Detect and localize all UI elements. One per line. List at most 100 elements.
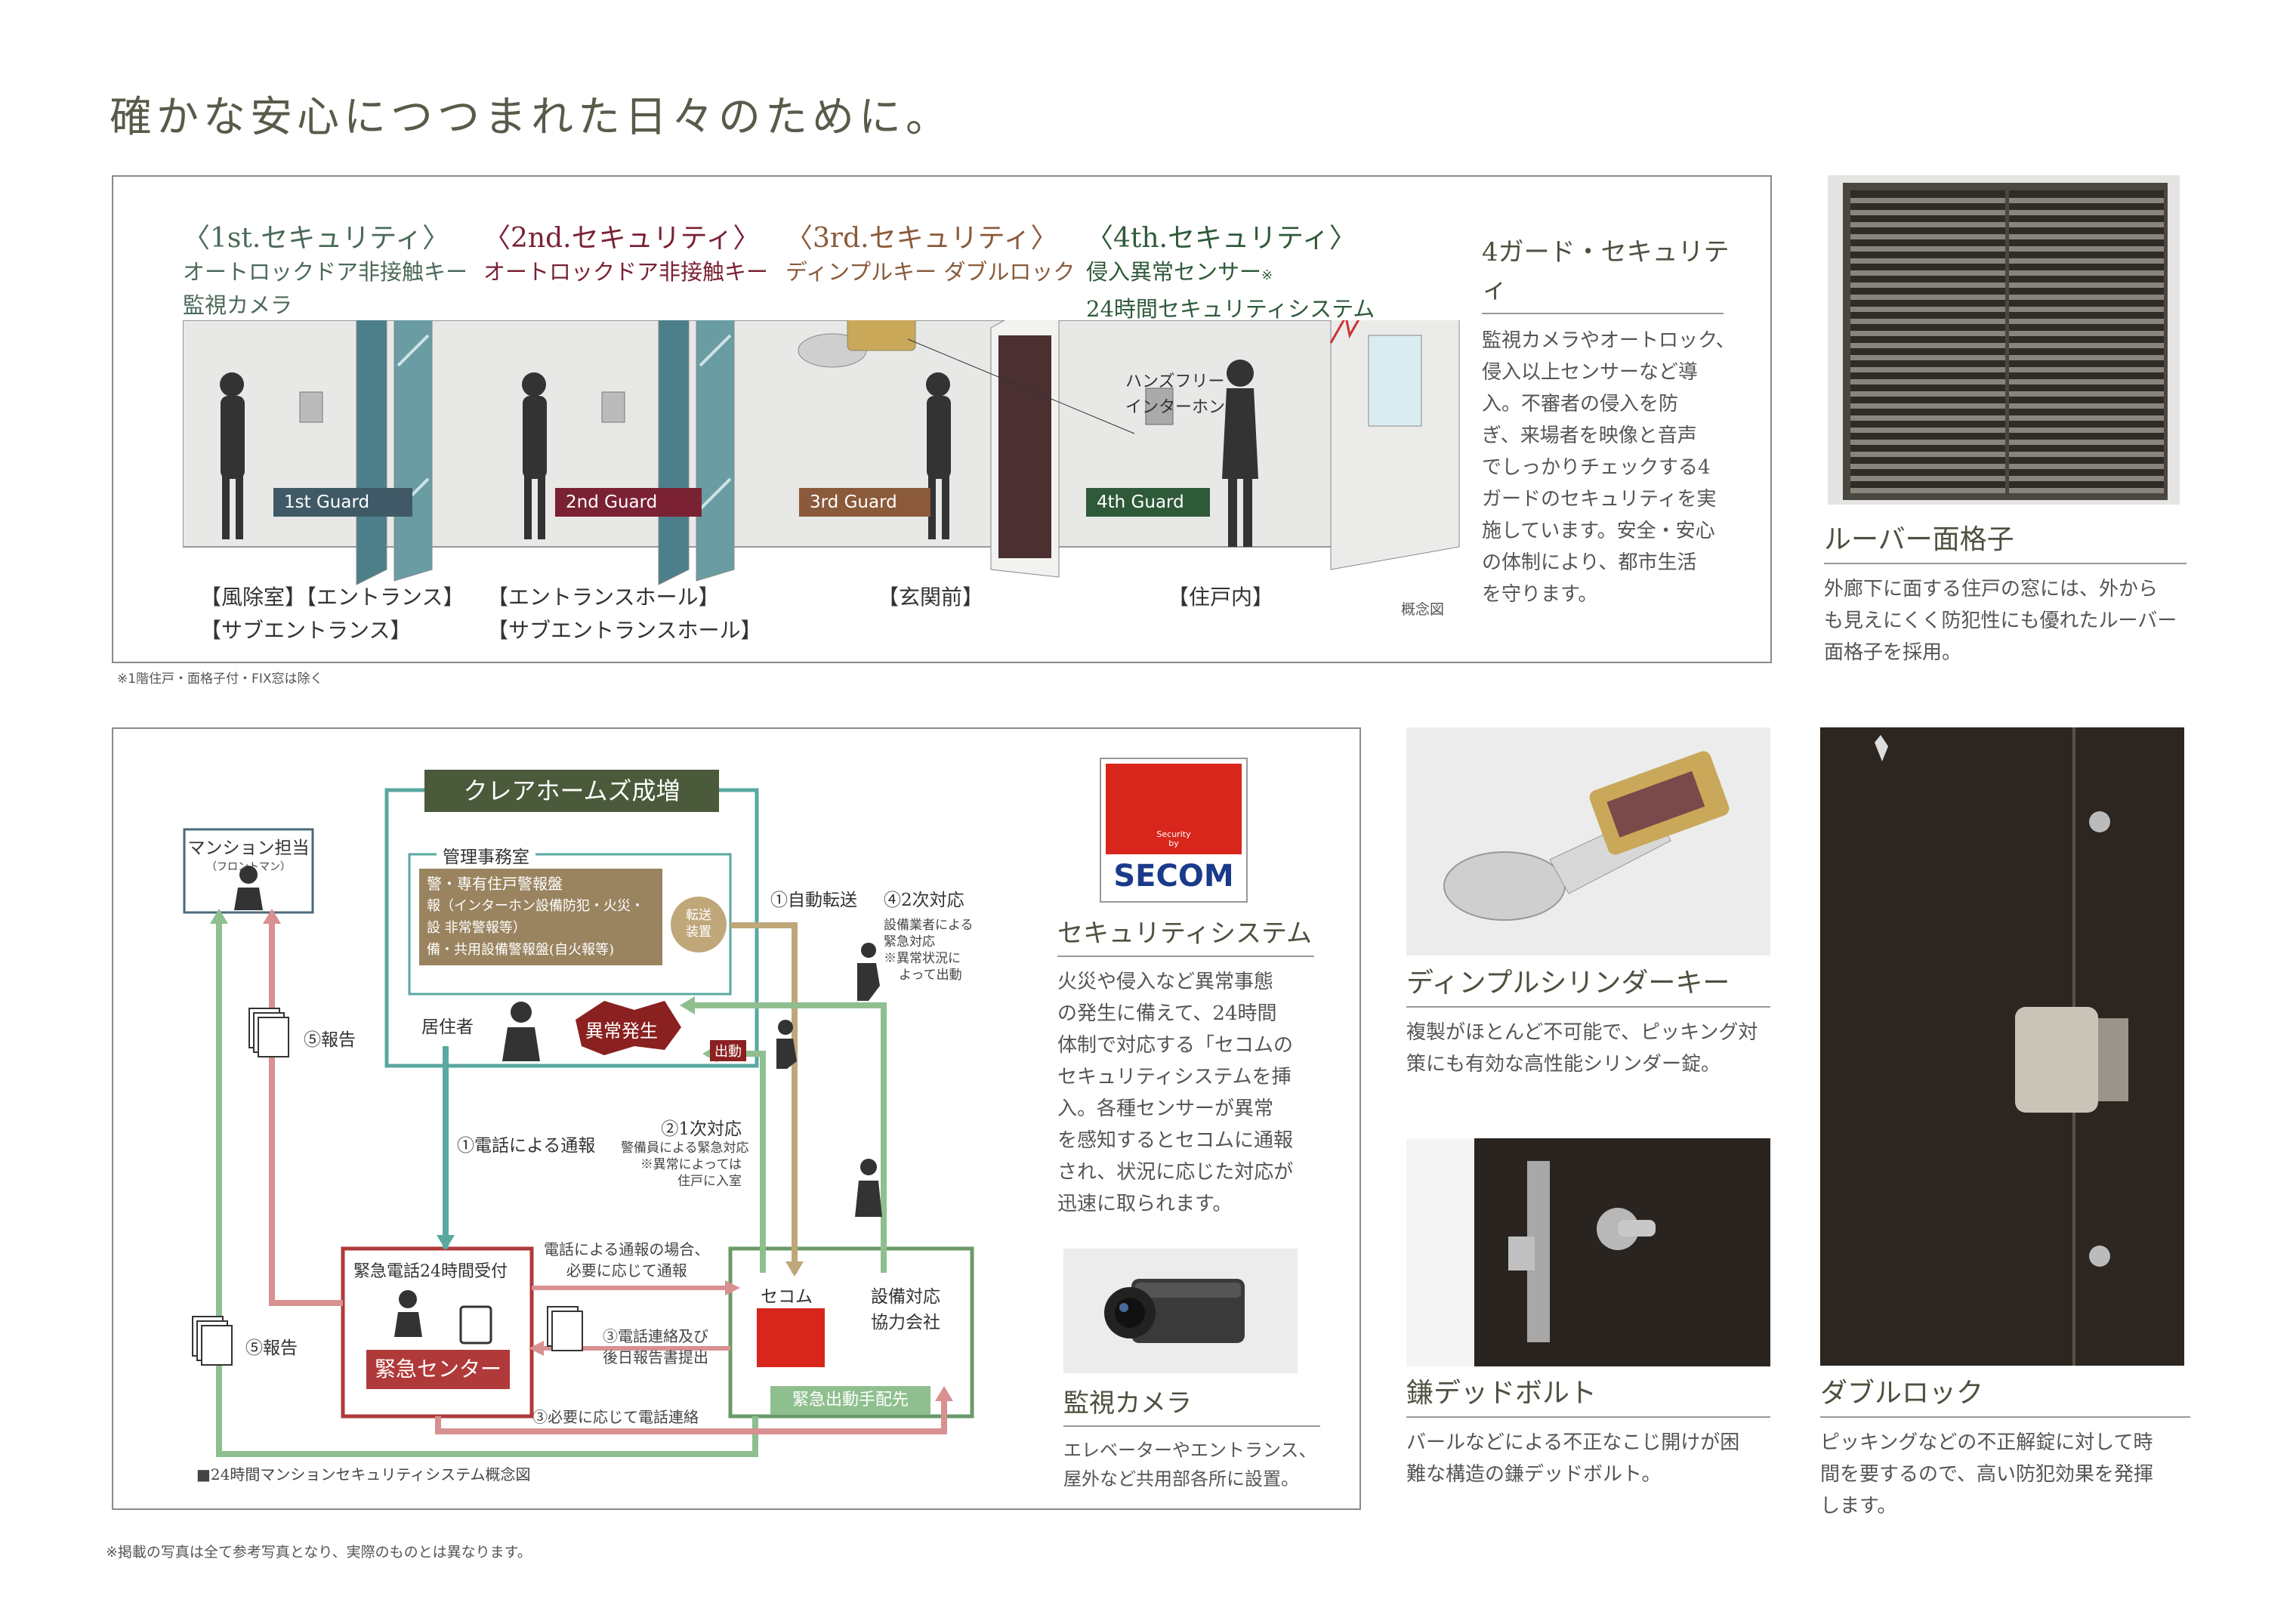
step4-note: 緊急対応 [884,934,935,949]
step2-note: 住戸に入室 [677,1174,742,1189]
deadbolt-rule [1406,1416,1770,1418]
louver-photo [1828,175,2180,505]
four-guard-line: ガードのセキュリティを実 [1482,488,1717,511]
louver-slat [1850,476,2005,481]
stage-1st-sub-2: 監視カメラ [183,292,293,318]
dispatch-arrange: 緊急出動手配先 [770,1386,930,1415]
secom-logo-text: SECOM [1113,859,1234,894]
stage-1st-heading: 〈1st.セキュリティ〉 [183,223,450,254]
four-guard-line: 施しています。安全・安心 [1482,520,1715,542]
louver-title: ルーバー面格子 [1824,524,2014,555]
stage-4th-sub-2: 24時間セキュリティシステム [1086,296,1375,322]
stage-1st-sub-1: オートロックドア非接触キー [183,259,468,285]
louver-slat [1850,222,2005,227]
louver-slat [2009,222,2164,227]
partner-line: 設備対応 [871,1287,940,1307]
louver-slat [1850,440,2005,445]
location-line: 【住戸内】 [1168,585,1274,610]
dimple-line: 複製がほとんど不可能で、ピッキング対 [1406,1021,1758,1044]
louver-slat [1850,307,2005,312]
secom-mini-logo [757,1308,825,1382]
louver-slat [2009,488,2164,493]
step4-block: ④2次対応 設備業者による 緊急対応 ※異常状況に よって出動 [884,885,974,983]
location-line: 【サブエントランス】 [200,618,412,643]
louver-slat [2009,270,2164,276]
phone-case-line: 電話による通報の場合、 [544,1240,710,1258]
louver-slat [2009,234,2164,239]
double-lock-caption: ダブルロック ピッキングなどの不正解錠に対して時 間を要するので、高い防犯効果を… [1820,1371,2190,1522]
louver-slat [1850,379,2005,384]
four-guard-line: の体制により、都市生活 [1482,551,1697,574]
louver-slat [2009,319,2164,324]
louver-image [1828,175,2180,505]
guard-badge-4th: 4th Guard [1086,488,1210,517]
stage-2nd-sub-1: オートロックドア非接触キー [483,259,769,285]
stage-2nd-locations: 【エントランスホール】 【サブエントランスホール】 [487,581,761,647]
company-banner: クレアホームズ成増 [424,770,719,812]
double-lock-line: ピッキングなどの不正解錠に対して時 [1820,1431,2153,1454]
stage-1st-locations: 【風除室】【エントランス】 【サブエントランス】 [200,581,464,647]
louver-slat [2009,210,2164,215]
four-guard-line: を守ります。 [1482,583,1598,606]
secom-title: セキュリティシステム [1057,919,1312,949]
louver-slat [1850,295,2005,300]
flow-panel: クレアホームズ成増 管理事務室 警・専有住戸警報盤 報（インターホン設備防犯・火… [112,727,1361,1510]
partner-label: 設備対応 協力会社 [871,1282,940,1333]
double-lock-line: 間を要するので、高い防犯効果を発揮 [1820,1463,2153,1486]
step2-note: ※異常によっては [640,1157,742,1172]
camera-title: 監視カメラ [1063,1388,1192,1419]
louver-line: 外廊下に面する住戸の窓には、外から [1824,578,2159,601]
step3-contact: ③電話連絡及び 後日報告書提出 [603,1326,708,1368]
secom-line: 迅速に取られます。 [1057,1193,1233,1215]
louver-line: も見えにくく防犯性にも優れたルーバー [1824,610,2177,632]
louver-slat [2009,258,2164,264]
step2-note: 警備員による緊急対応 [621,1141,749,1156]
security-footnote: ※1階住戸・面格子付・FIX窓は除く [117,672,323,687]
deadbolt-caption: 鎌デッドボルト バールなどによる不正なこじ開けが困 難な構造の鎌デッドボルト。 [1406,1371,1770,1490]
louver-slat [1850,343,2005,348]
double-lock-image [1820,727,2184,1366]
stage-3rd-locations: 【玄関前】 [878,581,983,614]
louver-slat [2009,452,2164,457]
camera-line: 屋外など共用部各所に設置。 [1063,1468,1299,1490]
transfer-device: 転送 装置 [671,897,727,952]
louver-slat [1850,452,2005,457]
phone-case-line: 必要に応じて通報 [566,1261,687,1280]
location-line: 【サブエントランスホール】 [487,618,762,643]
secom-logo-red: Security by [1106,764,1242,854]
secom-box-label: セコム [761,1287,813,1307]
four-guard-block: 4ガード・セキュリティ 監視カメラやオートロック、 侵入以上センサーなど導 入。… [1482,231,1739,610]
double-lock-title: ダブルロック [1820,1378,1984,1409]
deadbolt-title: 鎌デッドボルト [1406,1378,1597,1409]
guard-badge-2nd: 2nd Guard [555,488,702,517]
louver-slat [1850,234,2005,239]
stage-4th: 〈4th.セキュリティ〉 侵入異常センサー※ 24時間セキュリティシステム [1086,216,1403,326]
flow-caption: ■24時間マンションセキュリティシステム概念図 [196,1465,531,1484]
louver-slat [1850,391,2005,397]
louver-slat [2009,403,2164,409]
secom-line: 体制で対応する「セコムの [1057,1034,1294,1057]
four-guard-line: ぎ、来場者を映像と音声 [1482,425,1697,447]
alarm-line: 備・共用設備警報盤(自火報等) [427,942,615,958]
secom-line: セキュリティシステムを挿 [1057,1066,1292,1088]
louver-slat [1850,403,2005,409]
resident-label: 居住者 [421,1017,474,1037]
step4-note: ※異常状況に [884,951,961,966]
step2-block: ②1次対応 警備員による緊急対応 ※異常によっては 住戸に入室 [621,1114,749,1190]
louver-slat [2009,415,2164,421]
louver-slat [2009,295,2164,300]
manager-sub: （フロントマン） [206,861,291,873]
louver-slat [2009,307,2164,312]
louver-rule [1824,563,2187,564]
step3-contact-line: 後日報告書提出 [603,1348,708,1366]
four-guard-line: 監視カメラやオートロック、 [1482,329,1736,352]
louver-slat [1850,258,2005,264]
louver-slat [1850,415,2005,421]
camera-caption: 監視カメラ エレベーターやエントランス、 屋外など共用部各所に設置。 [1063,1382,1320,1493]
four-guard-rule [1482,313,1724,314]
louver-slat [2009,367,2164,372]
secom-line: の発生に備えて、24時間 [1057,1002,1277,1025]
secom-caption: セキュリティシステム 火災や侵入など異常事態 の発生に備えて、24時間 体制で対… [1057,912,1314,1220]
step3-contact-line: ③電話連絡及び [603,1327,708,1345]
stage-2nd: 〈2nd.セキュリティ〉 オートロックドア非接触キー [483,216,801,289]
